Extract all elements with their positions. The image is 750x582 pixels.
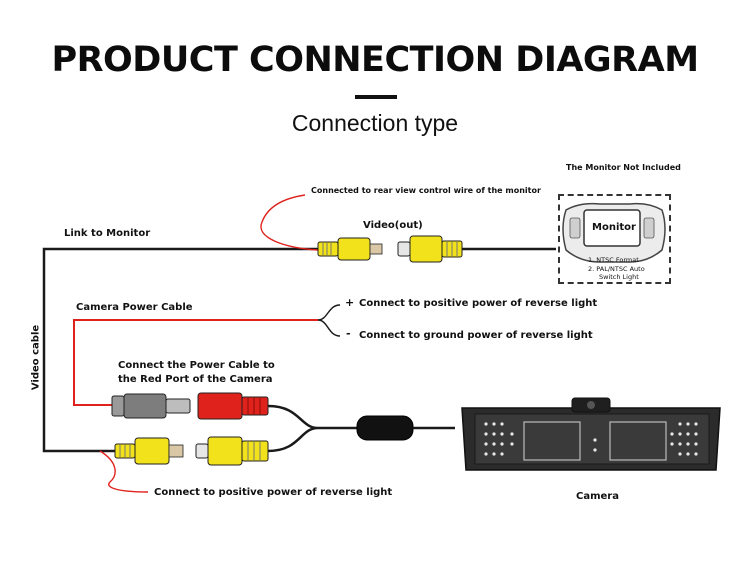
bottom-positive-power-label: Connect to positive power of reverse lig… [154, 487, 393, 498]
monitor-spec-ntsc: 1. NTSC Format [588, 256, 639, 264]
power-to-red-port-line1: Connect the Power Cable to [118, 360, 275, 371]
rca-plug-top-left [317, 237, 383, 261]
negative-sign: - [346, 327, 351, 340]
page-subtitle: Connection type [291, 110, 459, 136]
cable-inline-module [356, 415, 414, 441]
monitor-not-included-note: The Monitor Not Included [566, 163, 681, 172]
power-split-negative [317, 319, 341, 337]
ground-power-label: Connect to ground power of reverse light [359, 330, 593, 341]
rca-plug-bottom-left [114, 437, 184, 465]
camera-label: Camera [576, 491, 619, 502]
monitor-illustration [562, 202, 666, 263]
positive-power-label: Connect to positive power of reverse lig… [359, 298, 598, 309]
power-plug-gray [111, 393, 191, 419]
power-to-red-port-line2: the Red Port of the Camera [118, 374, 273, 385]
monitor-label: Monitor [592, 222, 636, 233]
rear-view-control-wire [260, 194, 319, 251]
rear-view-wire-label: Connected to rear view control wire of t… [311, 186, 541, 195]
rca-jack-top-right [397, 235, 463, 263]
rca-jack-bottom-right [195, 436, 269, 466]
monitor-dashed-box [558, 194, 671, 284]
monitor-spec-pal-line2: Switch Light [599, 273, 639, 281]
license-plate-camera [461, 397, 721, 471]
video-out-label: Video(out) [363, 220, 423, 231]
power-jack-red [197, 392, 269, 420]
camera-power-cable-label: Camera Power Cable [76, 302, 193, 313]
title-divider [355, 95, 397, 99]
positive-sign: + [345, 296, 355, 309]
power-wire-red [73, 319, 318, 406]
page-title: PRODUCT CONNECTION DIAGRAM [51, 40, 699, 80]
positive-lead-wire [99, 450, 149, 493]
link-to-monitor-label: Link to Monitor [64, 228, 151, 239]
power-split-positive [317, 304, 341, 321]
monitor-spec-pal-line1: 2. PAL/NTSC Auto [588, 265, 645, 273]
video-cable-label: Video cable [30, 324, 42, 391]
y-splitter-wire [267, 404, 358, 453]
video-cable-wire [42, 247, 318, 453]
